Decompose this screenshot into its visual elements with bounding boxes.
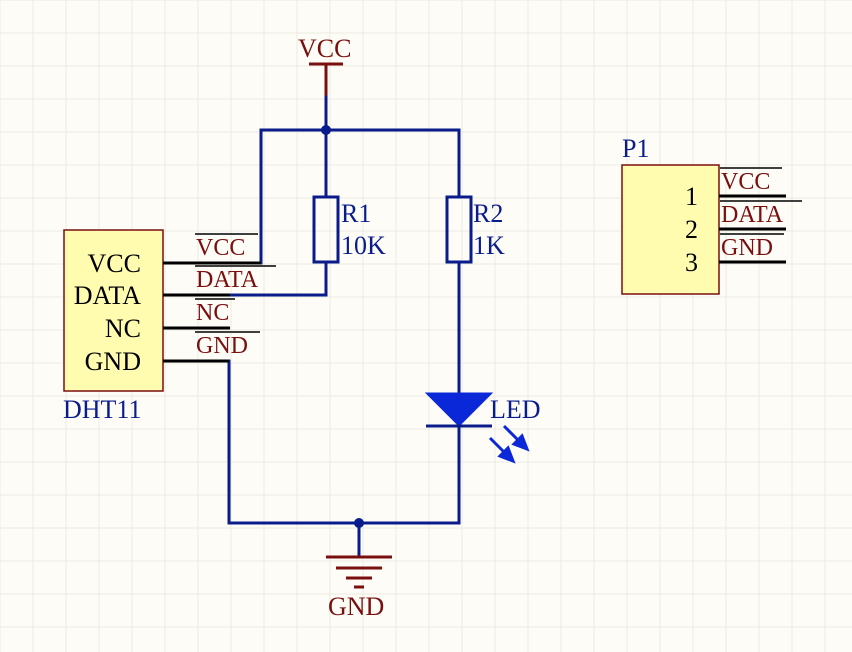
gnd-power-port[interactable]: GND bbox=[326, 555, 392, 621]
p1-body bbox=[621, 164, 720, 295]
junction-bottom bbox=[354, 518, 364, 528]
r2-designator: R2 bbox=[473, 199, 503, 228]
junction-top bbox=[321, 125, 331, 135]
dht11-net-label-vcc: VCC bbox=[196, 235, 245, 261]
r1-value: 10K bbox=[341, 231, 386, 260]
connector-p1[interactable]: P1 1 2 3 VCC DATA GND bbox=[621, 134, 786, 295]
net-label-overlines bbox=[195, 167, 802, 333]
dht11-pin-name-gnd: GND bbox=[85, 347, 141, 376]
vcc-power-port[interactable]: VCC bbox=[298, 34, 351, 97]
p1-designator: P1 bbox=[622, 134, 649, 163]
led-emission-arrows-icon bbox=[488, 424, 530, 464]
led-designator: LED bbox=[490, 395, 541, 424]
dht11-pin-name-nc: NC bbox=[105, 314, 141, 343]
dht11-designator: DHT11 bbox=[63, 395, 141, 424]
vcc-port-label: VCC bbox=[298, 34, 351, 63]
p1-pin-number-1: 1 bbox=[685, 182, 698, 211]
gnd-port-label: GND bbox=[328, 592, 384, 621]
dht11-pin-leads bbox=[163, 261, 261, 363]
dht11-body bbox=[63, 229, 164, 392]
p1-net-label-vcc: VCC bbox=[721, 169, 770, 195]
r2-body bbox=[445, 195, 473, 264]
p1-net-label-gnd: GND bbox=[721, 235, 773, 261]
resistor-r2[interactable]: R2 1K bbox=[445, 195, 505, 264]
led-triangle bbox=[424, 392, 494, 427]
r1-body bbox=[312, 195, 340, 264]
dht11-net-label-gnd: GND bbox=[196, 333, 248, 359]
led[interactable]: LED bbox=[424, 392, 541, 464]
p1-pin-leads bbox=[719, 194, 786, 264]
p1-pin-number-3: 3 bbox=[685, 248, 698, 277]
r2-value: 1K bbox=[473, 231, 505, 260]
dht11-pin-name-data: DATA bbox=[74, 281, 141, 310]
p1-pin-number-2: 2 bbox=[685, 215, 698, 244]
dht11-pin-name-vcc: VCC bbox=[88, 249, 141, 278]
dht11-net-label-nc: NC bbox=[196, 300, 229, 326]
dht11-sensor[interactable]: VCC DATA NC GND VCC DATA NC GND DHT11 bbox=[63, 229, 261, 424]
dht11-net-label-data: DATA bbox=[196, 267, 259, 293]
wires bbox=[227, 95, 461, 558]
r1-designator: R1 bbox=[341, 199, 371, 228]
p1-net-label-data: DATA bbox=[721, 202, 784, 228]
resistor-r1[interactable]: R1 10K bbox=[312, 195, 386, 264]
